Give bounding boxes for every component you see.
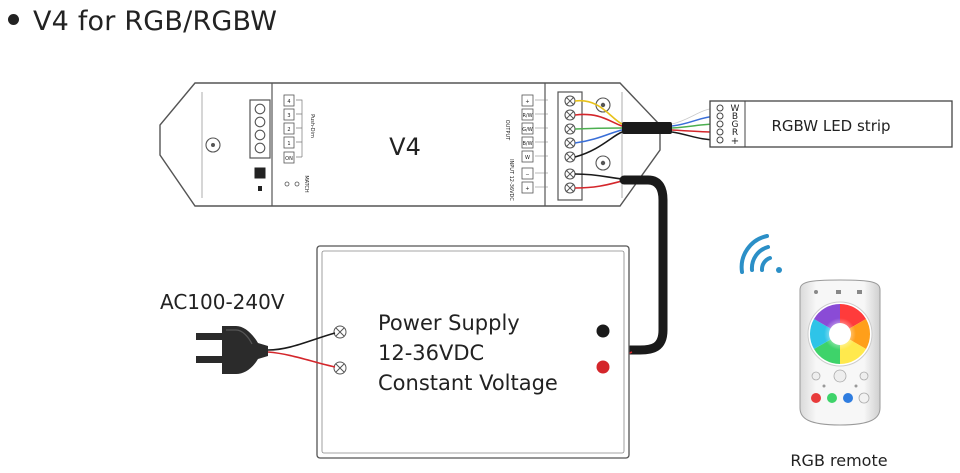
psu-line-3: Constant Voltage: [378, 371, 558, 395]
out-term-r: R/W: [522, 113, 532, 119]
output-label: OUTPUT: [504, 120, 510, 141]
psu-ac-terminals: [333, 325, 347, 375]
in-term-plus: +: [525, 186, 529, 192]
page-heading: V4 for RGB/RGBW: [8, 6, 277, 37]
color-wheel: [807, 301, 873, 367]
strip-pin-g: G: [732, 120, 739, 130]
led-strip-label: RGBW LED strip: [771, 117, 890, 135]
dc-cable: [619, 175, 668, 355]
input-wires: [574, 173, 623, 189]
controller-model-label: V4: [389, 133, 421, 161]
strip-pin-plus: +: [731, 136, 739, 147]
remote-nav-row: [811, 369, 869, 388]
out-term-w: W: [525, 155, 530, 161]
strip-pin-w: W: [731, 104, 740, 114]
rgbw-led-strip: W B G R + RGBW LED strip: [709, 100, 953, 148]
heading-text: V4 for RGB/RGBW: [33, 6, 278, 37]
out-term-plus: +: [525, 99, 529, 105]
power-supply: Power Supply 12-36VDC Constant Voltage: [316, 245, 630, 459]
psu-line-1: Power Supply: [378, 311, 520, 335]
output-cable: [622, 122, 672, 134]
terminal-label-3: 3: [287, 113, 290, 119]
output-wires: [574, 100, 623, 158]
push-dim-label: Push-Dim: [309, 114, 315, 138]
remote-top-icons: [814, 290, 862, 294]
rgb-remote: [799, 279, 881, 426]
ac-input-label: AC100-240V: [160, 290, 285, 314]
out-term-g: G/W: [522, 127, 533, 133]
match-button: MATCH: [254, 167, 309, 193]
in-term-minus: −: [525, 172, 529, 178]
ac-plug-icon: [196, 326, 268, 374]
psu-housing: [316, 245, 630, 459]
remote-color-buttons: [811, 392, 870, 404]
ac-wires: [267, 332, 336, 368]
bullet-dot: [8, 14, 19, 25]
terminal-label-1: 1: [287, 141, 290, 147]
match-label: MATCH: [303, 175, 309, 193]
output-terminal-block: + R/W G/W B/W W − + OUTPUT INPUT 12-36VD…: [504, 91, 583, 201]
psu-dc-negative: [596, 324, 610, 338]
strip-pin-b: B: [732, 112, 738, 122]
strip-pin-r: R: [732, 128, 738, 138]
terminal-label-2: 2: [287, 127, 290, 133]
terminal-label-on: ON: [285, 156, 293, 162]
psu-dc-positive: [596, 360, 610, 374]
psu-line-2: 12-36VDC: [378, 341, 484, 365]
remote-label: RGB remote: [790, 451, 887, 470]
input-label: INPUT 12-36VDC: [508, 159, 514, 201]
out-term-b: B/W: [522, 141, 532, 147]
terminal-label-4: 4: [287, 99, 290, 105]
mount-hole-left: [205, 137, 221, 153]
wireless-signal-icon: [739, 234, 782, 274]
push-dim-terminal-block: 4 3 2 1 ON Push-Dim: [249, 94, 315, 164]
v4-controller: 4 3 2 1 ON Push-Dim MATCH V4: [159, 82, 661, 207]
led-strip-body: [709, 100, 953, 148]
